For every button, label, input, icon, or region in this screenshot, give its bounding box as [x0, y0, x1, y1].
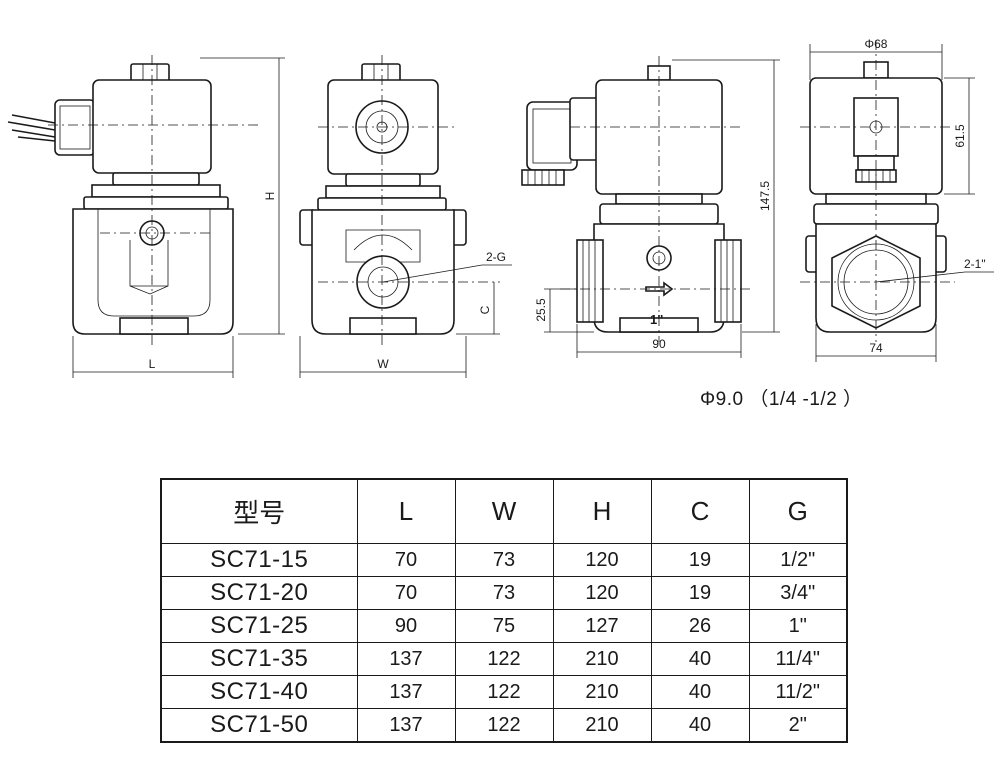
dim-label-L: L	[149, 357, 156, 371]
front-view: H L	[7, 55, 285, 378]
cell-model: SC71-35	[160, 642, 358, 676]
cell-L: 137	[356, 708, 456, 743]
dim-label-74: 74	[869, 341, 883, 355]
table-row: SC71-35 137 122 210 40 11/4"	[160, 642, 848, 676]
cell-W: 73	[454, 543, 554, 577]
port-size-label: 1"	[650, 312, 663, 327]
cell-model: SC71-20	[160, 576, 358, 610]
dim-label-2-1in: 2-1"	[964, 257, 986, 271]
cell-G: 1/2"	[748, 543, 848, 577]
cell-G: 11/4"	[748, 642, 848, 676]
cell-L: 137	[356, 642, 456, 676]
dim-label-90: 90	[652, 337, 666, 351]
spec-table: 型号 L W H C G SC71-15 70 73 120 19 1/2" S…	[160, 478, 848, 743]
dim-label-2-G: 2-G	[486, 250, 506, 264]
cell-H: 120	[552, 543, 652, 577]
table-row: SC71-20 70 73 120 19 3/4"	[160, 576, 848, 610]
cell-model: SC71-15	[160, 543, 358, 577]
cell-model: SC71-25	[160, 609, 358, 643]
header-W: W	[454, 478, 554, 544]
cell-W: 73	[454, 576, 554, 610]
cell-H: 210	[552, 642, 652, 676]
table-row: SC71-15 70 73 120 19 1/2"	[160, 543, 848, 577]
cell-C: 40	[650, 642, 750, 676]
cell-C: 19	[650, 543, 750, 577]
cell-L: 70	[356, 543, 456, 577]
cell-G: 1"	[748, 609, 848, 643]
cell-model: SC71-40	[160, 675, 358, 709]
detail-front-view: 1" 147.5 25.5 90	[521, 56, 780, 358]
cell-G: 2"	[748, 708, 848, 743]
cell-W: 122	[454, 708, 554, 743]
header-model: 型号	[160, 478, 358, 544]
cell-H: 210	[552, 675, 652, 709]
cell-C: 19	[650, 576, 750, 610]
cell-L: 137	[356, 675, 456, 709]
table-row: SC71-25 90 75 127 26 1"	[160, 609, 848, 643]
dim-label-61-5: 61.5	[953, 124, 967, 148]
cell-H: 127	[552, 609, 652, 643]
dim-label-147-5: 147.5	[758, 181, 772, 211]
valve-dimension-drawing: H L 2-G C	[7, 37, 994, 378]
detail-side-view: Φ68 61.5 2-1"	[800, 37, 994, 362]
cell-W: 75	[454, 609, 554, 643]
table-header-row: 型号 L W H C G	[160, 478, 848, 544]
cell-C: 40	[650, 675, 750, 709]
table-row: SC71-50 137 122 210 40 2"	[160, 708, 848, 743]
cell-W: 122	[454, 642, 554, 676]
header-H: H	[552, 478, 652, 544]
cell-G: 3/4"	[748, 576, 848, 610]
header-G: G	[748, 478, 848, 544]
cell-G: 11/2"	[748, 675, 848, 709]
dim-label-25-5: 25.5	[534, 298, 548, 322]
dim-label-C: C	[478, 305, 492, 314]
dim-label-W: W	[377, 357, 389, 371]
cell-C: 26	[650, 609, 750, 643]
cell-L: 70	[356, 576, 456, 610]
cell-H: 120	[552, 576, 652, 610]
cell-L: 90	[356, 609, 456, 643]
cell-model: SC71-50	[160, 708, 358, 743]
cell-H: 210	[552, 708, 652, 743]
header-L: L	[356, 478, 456, 544]
side-view: 2-G C W	[299, 55, 512, 378]
orifice-caption: Φ9.0 （1/4 -1/2 ）	[700, 389, 863, 410]
cell-C: 40	[650, 708, 750, 743]
header-C: C	[650, 478, 750, 544]
table-row: SC71-40 137 122 210 40 11/2"	[160, 675, 848, 709]
dim-label-H: H	[263, 192, 277, 201]
cell-W: 122	[454, 675, 554, 709]
